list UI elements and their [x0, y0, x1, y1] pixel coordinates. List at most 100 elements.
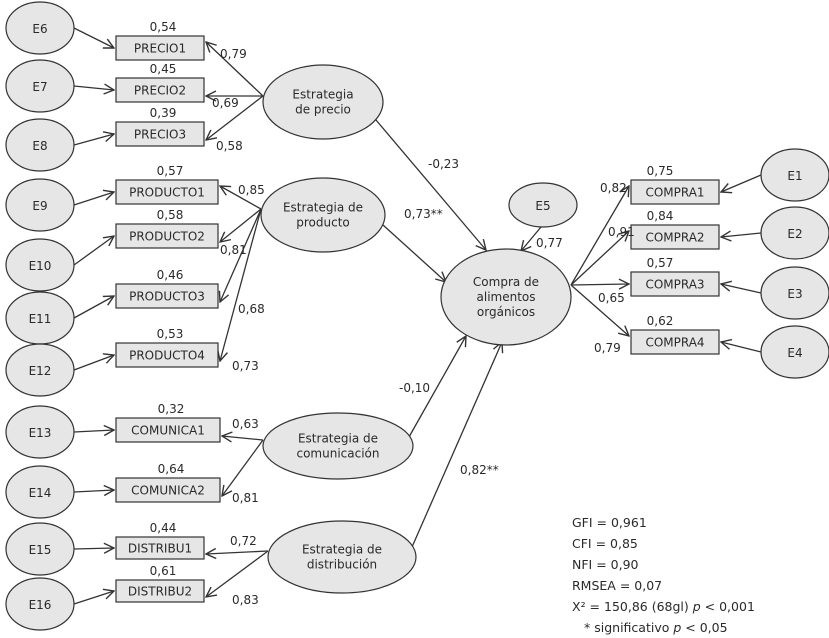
indicator-box [630, 271, 720, 297]
latent-label-line: orgánicos [477, 305, 535, 319]
r-squared-label: 0,58 [157, 208, 184, 222]
loading-arrow [220, 208, 262, 302]
loading-coefficient: 0,81 [220, 243, 247, 257]
error-term-e8: E8 [5, 118, 75, 172]
r-squared-label: 0,84 [647, 209, 674, 223]
indicator-box [115, 77, 205, 103]
error-ellipse [760, 266, 829, 320]
loading-coefficient: 0,91 [608, 225, 635, 239]
significance-note: * significativo p < 0,05 [572, 617, 755, 638]
r-squared-label: 0,61 [150, 564, 177, 578]
error-term-e4: E4 [760, 325, 829, 379]
fit-statistics: GFI = 0,961 CFI = 0,85 NFI = 0,90 RMSEA … [572, 512, 755, 638]
indicator-label: COMPRA3 [645, 278, 704, 292]
latent-label-line: de precio [295, 103, 351, 117]
rmsea-stat: RMSEA = 0,07 [572, 578, 663, 593]
indicator-box [115, 477, 221, 503]
error-label: E13 [29, 426, 52, 440]
latent-label-line: Estrategia de [298, 432, 378, 446]
error-label: E7 [32, 80, 47, 94]
note-text: * significativo [584, 620, 674, 635]
error-ellipse [508, 182, 578, 228]
indicator-producto4: PRODUCTO4 [115, 342, 219, 368]
error-ellipse [760, 206, 829, 260]
error-ellipse [5, 343, 75, 397]
error-term-e1: E1 [760, 148, 829, 202]
loading-coefficient: 0,58 [216, 139, 243, 153]
indicator-box [115, 223, 219, 249]
indicator-producto3: PRODUCTO3 [115, 283, 219, 309]
indicator-box [115, 417, 221, 443]
indicator-comunica2: COMUNICA2 [115, 477, 221, 503]
error-label: E1 [787, 169, 802, 183]
error-term-e10: E10 [5, 238, 75, 292]
path-coefficient: 0,77 [536, 236, 563, 250]
note-threshold: < 0,05 [681, 620, 728, 635]
error-ellipse [5, 405, 75, 459]
loading-arrow [220, 208, 262, 361]
structural-path-E5 [521, 226, 542, 251]
loading-coefficient: 0,79 [594, 341, 621, 355]
r-squared-label: 0,54 [150, 20, 177, 34]
loading-coefficient: 0,63 [232, 417, 259, 431]
latent-ellipse [262, 412, 414, 480]
error-term-e16: E16 [5, 577, 75, 631]
path-coefficient: 0,82** [460, 463, 499, 477]
indicator-compra4: COMPRA4 [630, 329, 720, 355]
gfi-stat: GFI = 0,961 [572, 515, 647, 530]
indicator-compra1: COMPRA1 [630, 179, 720, 205]
error-term-e5: E5 [508, 182, 578, 228]
indicator-label: PRODUCTO2 [129, 230, 205, 244]
chi-square-stat: X² = 150,86 (68gl) p < 0,001 [572, 596, 755, 617]
error-label: E8 [32, 139, 47, 153]
loading-arrow [220, 186, 262, 210]
loading-coefficient: 0,81 [232, 491, 259, 505]
error-arrow [73, 355, 114, 371]
loading-coefficient: 0,65 [598, 291, 625, 305]
error-arrow [73, 86, 114, 90]
error-arrow [73, 296, 114, 319]
indicator-distribu2: DISTRIBU2 [115, 579, 205, 603]
loading-arrow [570, 186, 629, 286]
indicator-box [115, 121, 205, 147]
latent-ellipse [260, 177, 386, 253]
loading-arrow [206, 95, 264, 140]
loading-arrow [206, 550, 269, 597]
indicator-box [630, 224, 720, 250]
error-ellipse [760, 148, 829, 202]
latent-label-line: Estrategia [292, 88, 353, 102]
error-arrow [73, 134, 114, 146]
loading-arrow [206, 551, 269, 554]
error-label: E4 [787, 346, 802, 360]
path-coefficient: -0,23 [428, 157, 459, 171]
indicator-label: COMPRA4 [645, 336, 704, 350]
indicator-producto2: PRODUCTO2 [115, 223, 219, 249]
error-label: E14 [29, 486, 52, 500]
error-term-e6: E6 [5, 1, 75, 55]
indicator-precio3: PRECIO3 [115, 121, 205, 147]
loading-arrow [570, 284, 629, 336]
indicator-label: PRECIO3 [134, 128, 186, 142]
error-term-e9: E9 [5, 178, 75, 232]
loading-arrow [570, 284, 629, 285]
error-ellipse [5, 465, 75, 519]
error-term-e14: E14 [5, 465, 75, 519]
error-arrow [721, 284, 762, 294]
error-arrow [73, 430, 114, 432]
error-arrow [721, 342, 762, 353]
latent-ellipse [267, 520, 417, 594]
indicator-label: COMUNICA2 [131, 484, 205, 498]
indicator-label: PRODUCTO3 [129, 290, 205, 304]
latent-label-line: Compra de [473, 275, 539, 289]
error-ellipse [5, 238, 75, 292]
r-squared-label: 0,57 [157, 164, 184, 178]
indicator-label: PRECIO2 [134, 84, 186, 98]
indicator-precio2: PRECIO2 [115, 77, 205, 103]
r-squared-label: 0,53 [157, 327, 184, 341]
r-squared-label: 0,62 [647, 314, 674, 328]
error-ellipse [5, 178, 75, 232]
indicator-compra2: COMPRA2 [630, 224, 720, 250]
chi-square-p: < 0,001 [700, 599, 755, 614]
